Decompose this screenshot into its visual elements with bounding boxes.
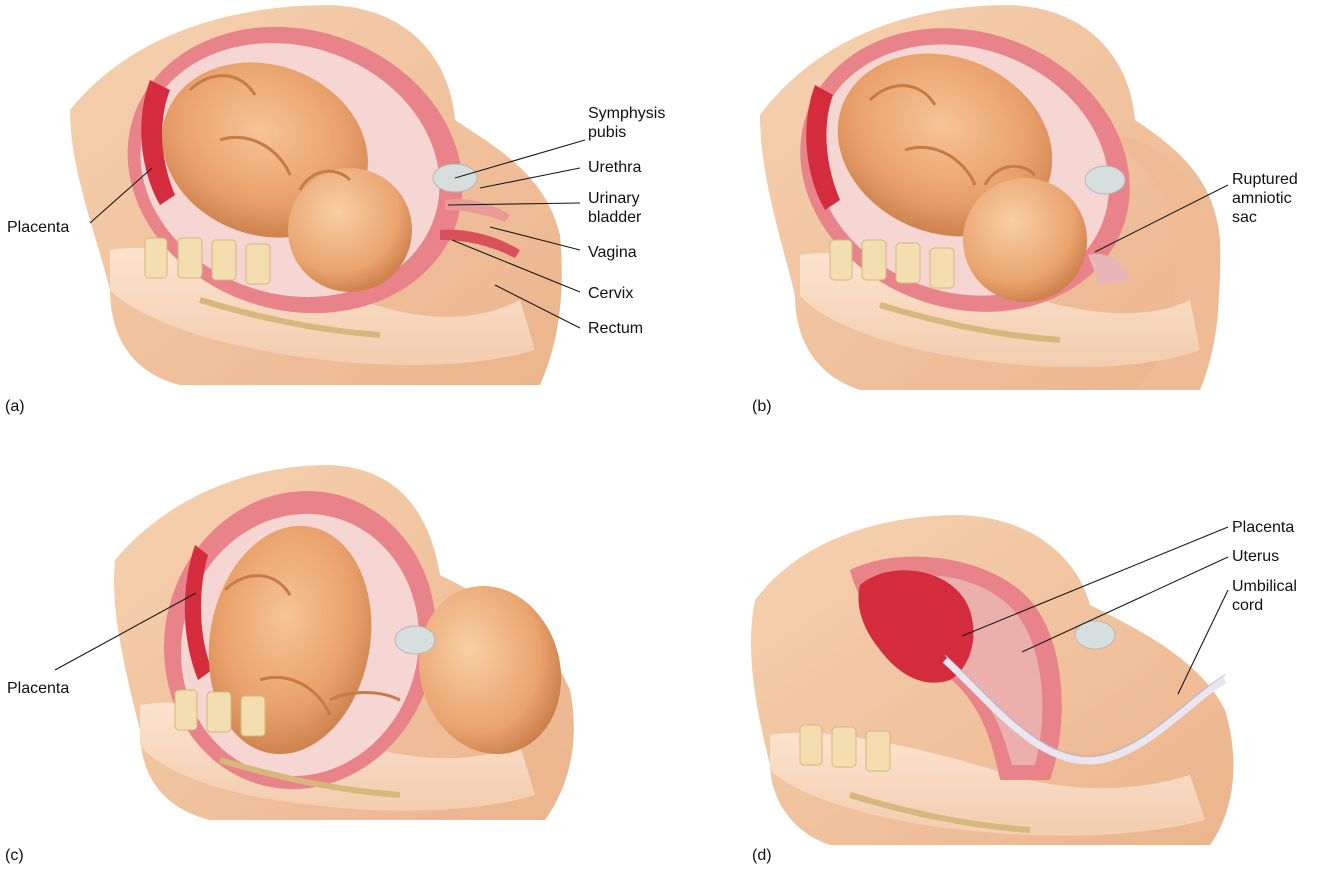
label-placenta-d: Placenta: [1232, 519, 1294, 536]
panel-c: Placenta (c): [5, 460, 580, 864]
leader-umbilical-cord: [1178, 590, 1228, 694]
caption-d: (d): [752, 847, 772, 864]
label-placenta-c: Placenta: [7, 680, 69, 697]
panel-a: Placenta Symphysis pubis Urethra Urinary…: [5, 0, 670, 415]
panel-c-illustration: [114, 460, 580, 820]
caption-a: (a): [5, 398, 25, 415]
panel-b-illustration: [760, 0, 1220, 390]
symphysis-pubis: [395, 626, 435, 654]
fetus-head: [288, 168, 412, 292]
label-placenta-a: Placenta: [7, 219, 69, 236]
label-vagina: Vagina: [588, 244, 637, 261]
label-cervix: Cervix: [588, 285, 633, 302]
caption-c: (c): [5, 847, 24, 864]
label-ruptured-amniotic-sac: Ruptured amniotic sac: [1232, 171, 1302, 226]
panel-a-illustration: [70, 0, 562, 385]
label-rectum: Rectum: [588, 320, 643, 337]
panel-d: Placenta Uterus Umbilical cord (d): [751, 515, 1301, 864]
fetus-head: [963, 178, 1087, 302]
caption-b: (b): [752, 398, 772, 415]
symphysis-pubis: [1085, 166, 1125, 194]
label-symphysis-pubis: Symphysis pubis: [588, 105, 670, 141]
label-uterus: Uterus: [1232, 548, 1279, 565]
label-urinary-bladder: Urinary bladder: [588, 190, 644, 226]
panel-b: Ruptured amniotic sac (b): [752, 0, 1302, 415]
panel-d-illustration: [751, 515, 1233, 845]
label-umbilical-cord: Umbilical cord: [1232, 578, 1301, 614]
label-urethra: Urethra: [588, 159, 641, 176]
